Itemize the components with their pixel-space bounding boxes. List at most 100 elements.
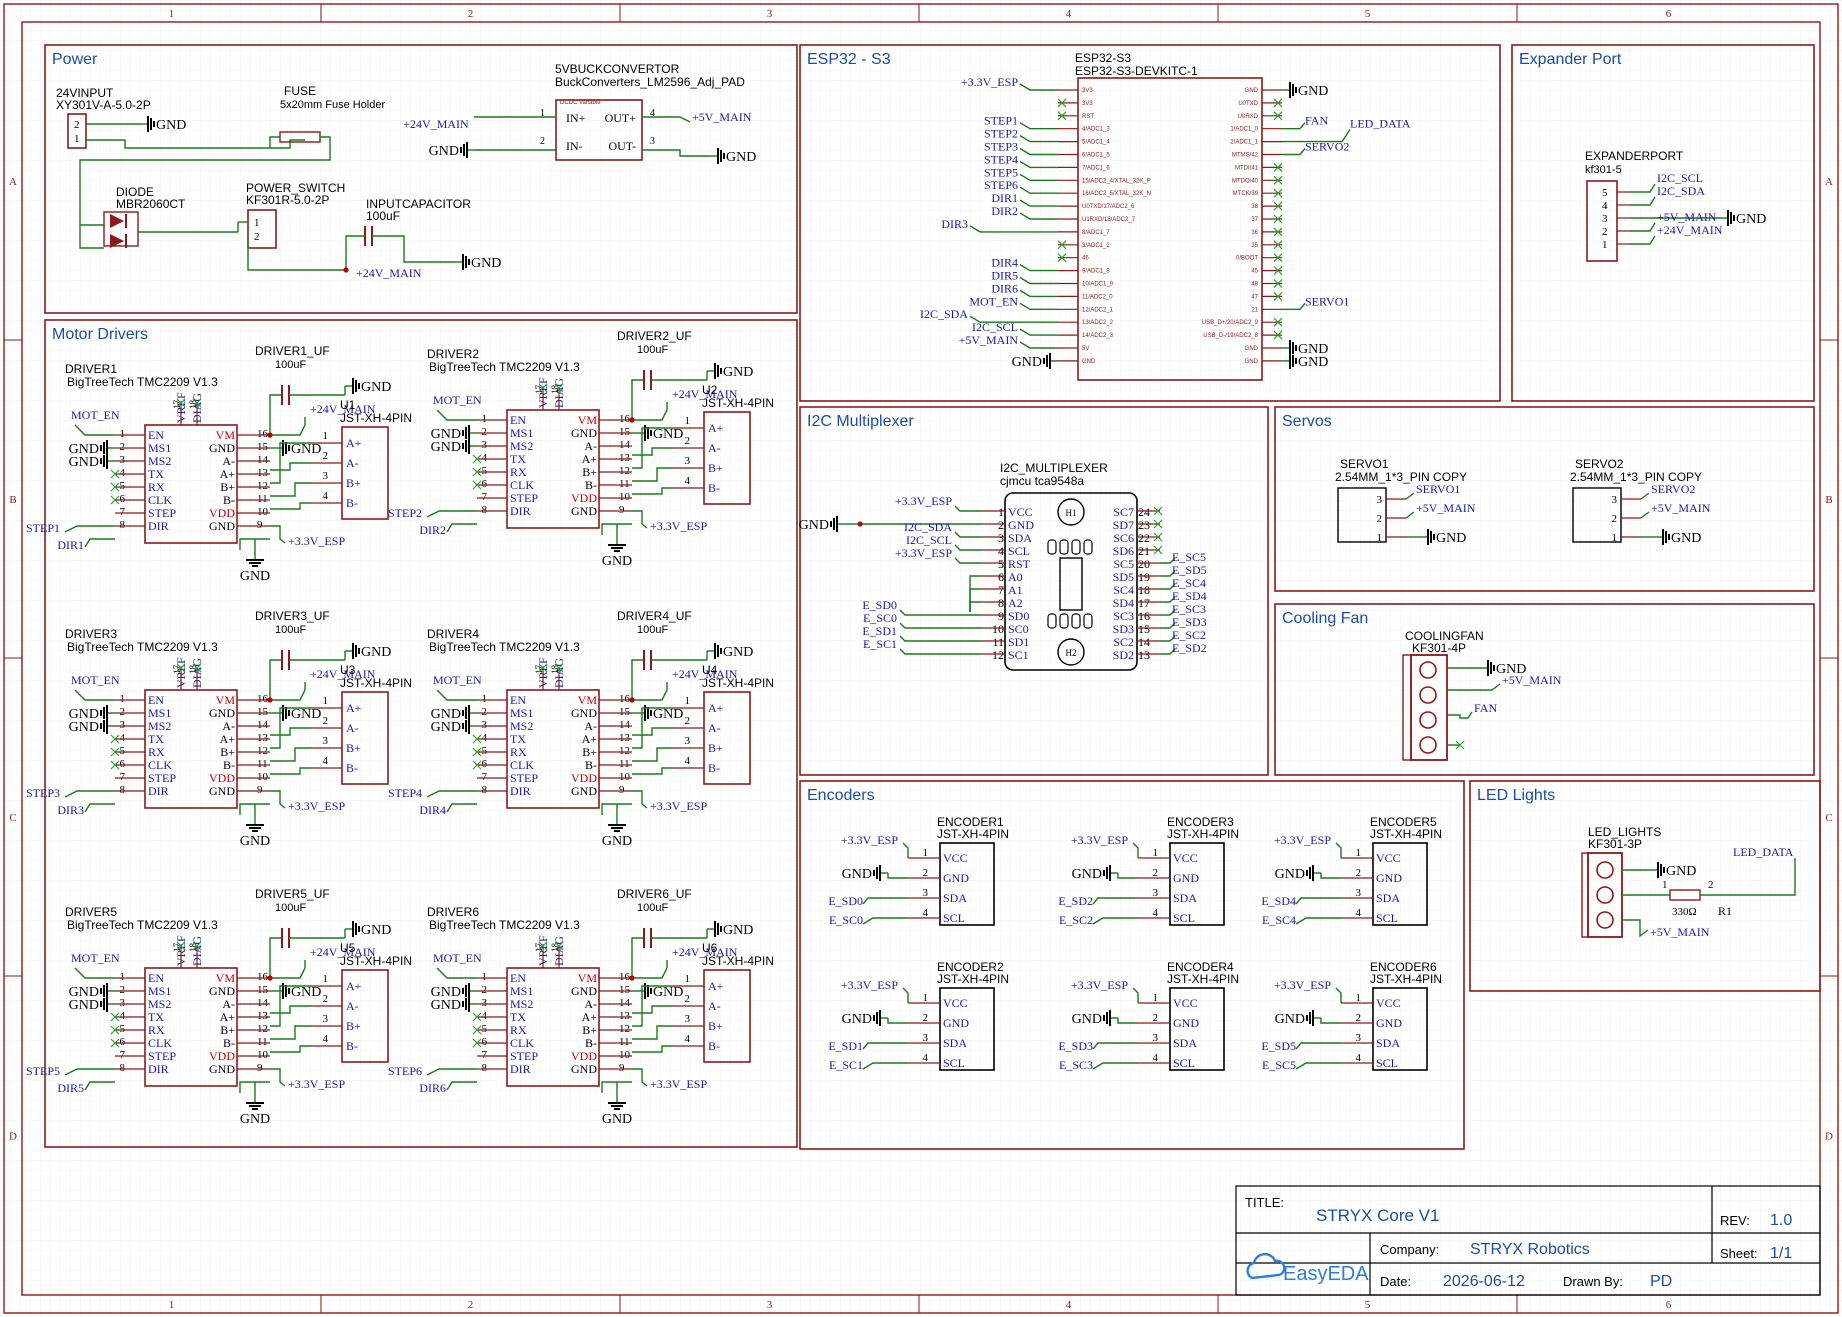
junction-dot bbox=[267, 975, 273, 981]
mux-pin-left: VCC bbox=[1008, 505, 1033, 519]
gnd-label: GND bbox=[1298, 84, 1328, 99]
driver-pin-left: MS2 bbox=[148, 454, 171, 468]
wire bbox=[426, 510, 477, 518]
pin-number: 14 bbox=[257, 719, 269, 731]
component-part: ESP32-S3-DEVKITC-1 bbox=[1075, 64, 1198, 78]
pin-number: 4 bbox=[1356, 907, 1362, 919]
no-connect-mark bbox=[176, 398, 186, 408]
pin-number: 18 bbox=[550, 943, 560, 953]
wire bbox=[436, 409, 477, 421]
encoder-connector bbox=[939, 987, 995, 1071]
no-connect-mark bbox=[554, 383, 564, 393]
wire bbox=[64, 1068, 115, 1076]
encoder-2: ENCODER2JST-XH-4PINVCC1GND2SDA3SCL4+3.3V… bbox=[828, 960, 1009, 1072]
encoder-pin: SCL bbox=[1376, 1056, 1398, 1070]
junction-dot bbox=[343, 267, 349, 273]
driver-pin-left: EN bbox=[148, 428, 164, 442]
encoder-pin: VCC bbox=[943, 851, 968, 865]
no-connect-mark bbox=[472, 467, 482, 477]
mux-pin-right: SC7 bbox=[1113, 505, 1134, 519]
component-part: JST-XH-4PIN bbox=[1370, 972, 1442, 986]
driver-pin-left: STEP bbox=[148, 506, 176, 520]
connector-pin: B+ bbox=[708, 461, 723, 475]
section-box-power bbox=[44, 44, 798, 314]
pin-number: 2 bbox=[685, 435, 691, 447]
net-label: +3.3V_ESP bbox=[1071, 833, 1128, 847]
mux-pin-right: SD6 bbox=[1113, 544, 1134, 558]
gnd-label: GND bbox=[431, 998, 461, 1013]
wire bbox=[1295, 1062, 1341, 1070]
component-name: DRIVER1_UF bbox=[255, 344, 330, 358]
driver-body bbox=[144, 424, 238, 544]
wire bbox=[1282, 122, 1306, 130]
component-name: U2 bbox=[702, 383, 718, 397]
mux-net-left: E_SC1 bbox=[863, 637, 897, 651]
net-label: +3.3V_ESP bbox=[288, 1077, 345, 1091]
net-label: SERVO1 bbox=[1416, 482, 1460, 496]
esp-pin-left: 12/ADC2_1 bbox=[1082, 307, 1114, 313]
wire bbox=[632, 1068, 648, 1087]
wire bbox=[1630, 196, 1656, 206]
wire bbox=[1019, 212, 1058, 220]
pin-number: 22 bbox=[1138, 531, 1150, 545]
no-connect-mark bbox=[472, 1012, 482, 1022]
wire bbox=[64, 525, 115, 533]
label: 1 bbox=[540, 108, 545, 119]
servo-connector bbox=[1572, 487, 1622, 543]
wire bbox=[632, 790, 648, 809]
no-connect-mark bbox=[1273, 253, 1283, 263]
connector-pin: A+ bbox=[708, 979, 724, 993]
esp-net-left: I2C_SDA bbox=[920, 307, 968, 321]
net-label: MOT_EN bbox=[71, 951, 120, 965]
gnd-label: GND bbox=[1671, 531, 1701, 546]
esp-pin-left: 14/ADC2_3 bbox=[1082, 333, 1114, 339]
driver-pin-right: GND bbox=[571, 504, 597, 518]
ruler-col-label: 1 bbox=[169, 1299, 175, 1311]
label: OUT- bbox=[608, 139, 636, 153]
pin-number: 3 bbox=[323, 1013, 329, 1025]
pin-number: 18 bbox=[188, 400, 198, 410]
component-part: JST-XH-4PIN bbox=[1167, 972, 1239, 986]
encoder-pin: SCL bbox=[943, 1056, 965, 1070]
esp-pin-right: 35 bbox=[1251, 243, 1258, 249]
component-name: U3 bbox=[340, 663, 356, 677]
wire bbox=[269, 937, 282, 978]
driver-pin-left: MS2 bbox=[510, 997, 533, 1011]
encoder-connector bbox=[1372, 842, 1428, 926]
net-label: +3.3V_ESP bbox=[650, 519, 707, 533]
label: OUT+ bbox=[605, 111, 637, 125]
wire bbox=[969, 601, 982, 612]
esp-net-left: STEP6 bbox=[984, 178, 1018, 192]
connector-pin: B+ bbox=[346, 476, 361, 490]
gnd-label: GND bbox=[69, 720, 99, 735]
wire bbox=[74, 689, 115, 701]
junction-dot bbox=[267, 697, 273, 703]
net-label: STEP4 bbox=[388, 786, 422, 800]
driver-pin-left: RX bbox=[148, 745, 165, 759]
pin-number: 14 bbox=[257, 454, 269, 466]
net-label: +5V_MAIN bbox=[1651, 501, 1711, 515]
pin-number: 21 bbox=[1138, 544, 1150, 558]
ruler-col-label: 6 bbox=[1666, 1299, 1672, 1311]
pin-number: 1 bbox=[1153, 992, 1159, 1004]
pin-number: 2 bbox=[482, 984, 488, 996]
pin-number: 6 bbox=[120, 1036, 126, 1048]
driver-pin-left: DIR bbox=[510, 504, 531, 518]
gnd-label: GND bbox=[723, 365, 753, 380]
wire bbox=[436, 689, 477, 701]
driver-body bbox=[144, 967, 238, 1087]
hole-label: H2 bbox=[1066, 648, 1077, 658]
wire bbox=[1019, 160, 1058, 169]
pin-number: 4 bbox=[1356, 1052, 1362, 1064]
ruler-row-label: A bbox=[1825, 176, 1833, 188]
wire bbox=[887, 1018, 908, 1024]
esp-pin-left: 16/ADC2_5/XTAL_32K_N bbox=[1082, 191, 1151, 197]
connector-pin: A+ bbox=[346, 701, 362, 715]
driver-pin-right: A- bbox=[584, 997, 597, 1011]
section-title-expander: Expander Port bbox=[1519, 51, 1622, 68]
